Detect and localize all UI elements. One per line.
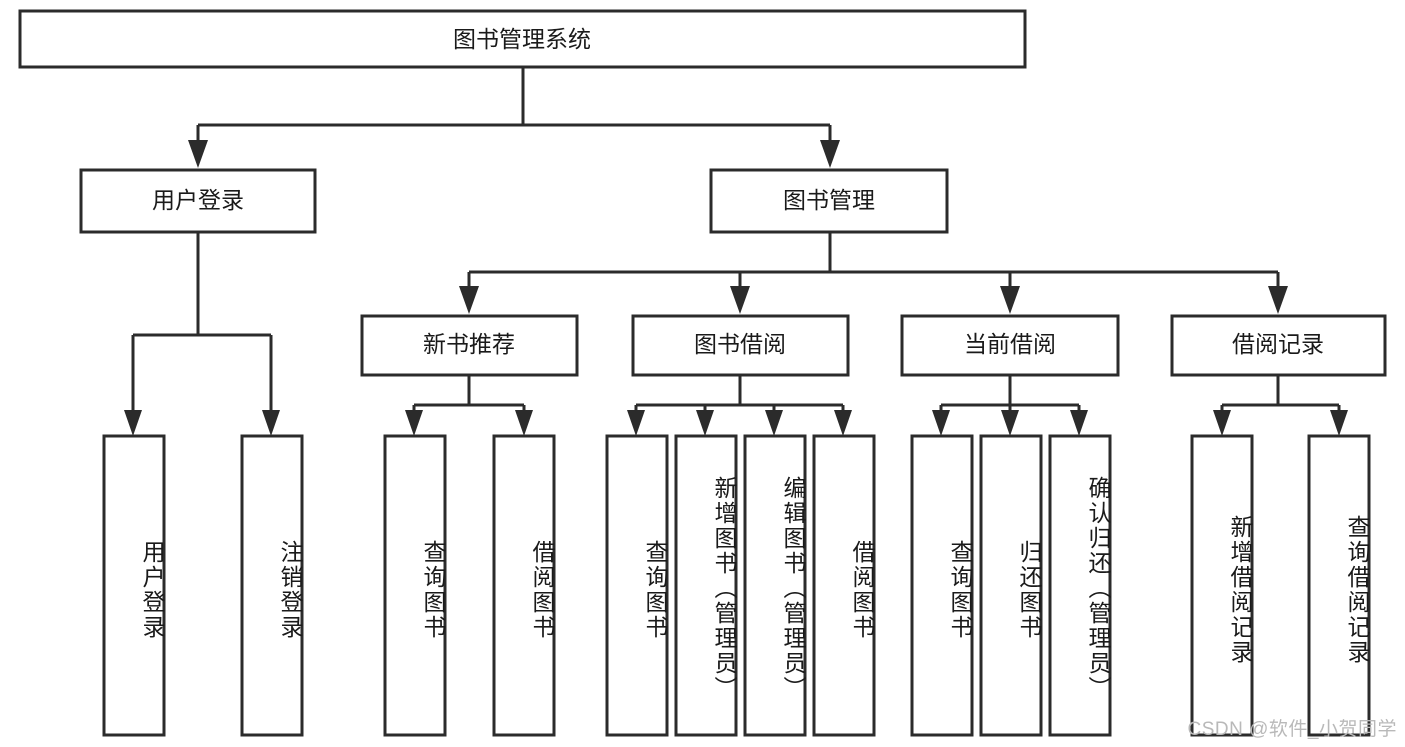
arrow-head-user-login [188, 140, 208, 168]
node-label-book-manage: 图书管理 [783, 187, 875, 213]
connector-group-root [188, 67, 840, 168]
node-box-leaf-return-book[interactable] [979, 434, 1043, 737]
connector-group-current-borrow [932, 375, 1088, 436]
connector-group-user-login [124, 232, 280, 436]
node-box-leaf-add-record[interactable] [1190, 434, 1254, 737]
node-box-leaf-query-book-3[interactable] [910, 434, 974, 737]
arrow-head-leaf-edit-book [765, 410, 783, 436]
node-box-borrow-record[interactable] [1170, 314, 1387, 377]
node-box-book-borrow[interactable] [631, 314, 850, 377]
node-box-user-login[interactable] [79, 168, 317, 234]
arrow-head-leaf-query-book-3 [932, 410, 950, 436]
arrow-head-leaf-borrow-book-2 [834, 410, 852, 436]
node-box-new-book-recommend[interactable] [360, 314, 579, 377]
node-box-leaf-borrow-book-2[interactable] [812, 434, 876, 737]
node-box-leaf-query-book-1[interactable] [383, 434, 447, 737]
arrow-head-new-book-recommend [459, 286, 479, 314]
node-box-leaf-edit-book[interactable] [743, 434, 807, 737]
node-box-leaf-logout-login[interactable] [240, 434, 304, 737]
node-box-current-borrow[interactable] [900, 314, 1120, 377]
node-label-user-login: 用户登录 [152, 187, 244, 213]
arrow-head-book-manage [820, 140, 840, 168]
node-label-current-borrow: 当前借阅 [964, 331, 1056, 357]
node-box-leaf-user-login[interactable] [102, 434, 166, 737]
arrow-head-leaf-add-book [696, 410, 714, 436]
node-label-book-borrow: 图书借阅 [694, 331, 786, 357]
arrow-head-leaf-borrow-book-1 [515, 410, 533, 436]
node-label-new-book-recommend: 新书推荐 [423, 331, 515, 357]
node-label-borrow-record: 借阅记录 [1232, 331, 1324, 357]
arrow-head-leaf-logout-login [262, 410, 280, 436]
connector-group-new-book-recommend [405, 375, 533, 436]
arrow-head-borrow-record [1268, 286, 1288, 314]
node-box-leaf-confirm-return[interactable] [1048, 434, 1112, 737]
watermark-text: CSDN @软件_小贺同学 [1187, 719, 1397, 740]
connector-group-borrow-record [1213, 375, 1348, 436]
arrow-head-leaf-return-book [1001, 410, 1019, 436]
node-box-leaf-add-book[interactable] [674, 434, 738, 737]
node-box-root[interactable] [18, 9, 1027, 69]
arrow-head-current-borrow [1000, 286, 1020, 314]
arrow-head-leaf-query-record [1330, 410, 1348, 436]
node-box-book-manage[interactable] [709, 168, 949, 234]
node-box-leaf-query-record[interactable] [1307, 434, 1371, 737]
node-label-root: 图书管理系统 [453, 26, 591, 52]
arrow-head-leaf-user-login [124, 410, 142, 436]
arrow-head-leaf-query-book-2 [627, 410, 645, 436]
connector-group-book-manage [459, 232, 1288, 314]
arrow-head-book-borrow [730, 286, 750, 314]
connector-group-book-borrow [627, 375, 852, 436]
node-box-leaf-query-book-2[interactable] [605, 434, 669, 737]
arrow-head-leaf-confirm-return [1070, 410, 1088, 436]
arrow-head-leaf-query-book-1 [405, 410, 423, 436]
arrow-head-leaf-add-record [1213, 410, 1231, 436]
node-box-leaf-borrow-book-1[interactable] [492, 434, 556, 737]
